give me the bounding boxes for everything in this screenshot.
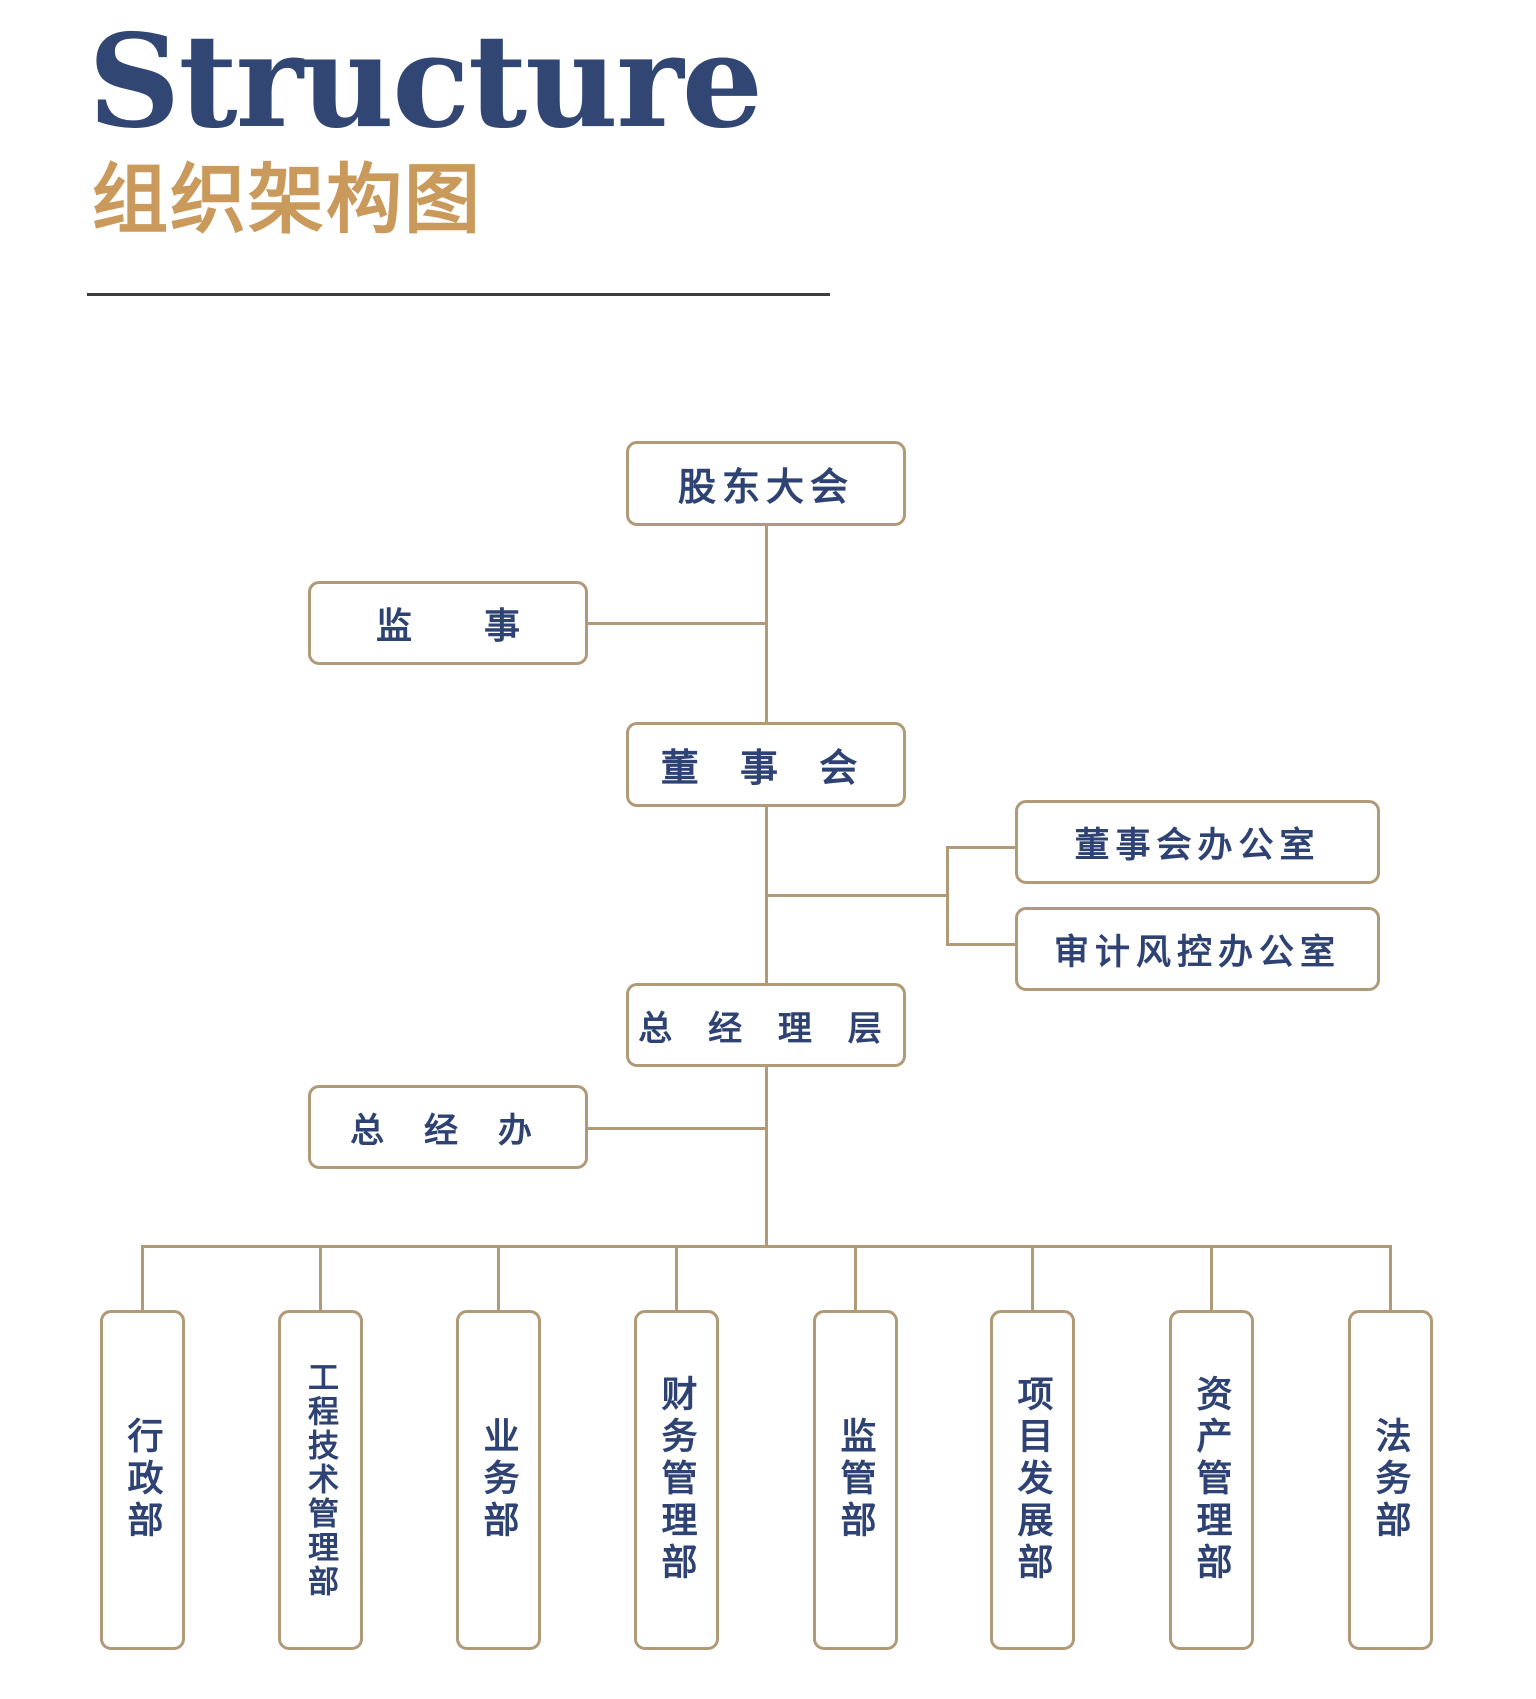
department-drop-line <box>319 1246 322 1311</box>
department-drop-line <box>854 1246 857 1311</box>
trunk-line <box>765 526 768 1247</box>
department-label: 资产管理部 <box>1190 1375 1233 1585</box>
department-drop-line <box>1389 1246 1392 1311</box>
department-box: 行政部 <box>100 1310 185 1650</box>
gm-office-box: 总 经 办 <box>308 1085 588 1169</box>
board-office-connector <box>946 846 1016 849</box>
board-box: 董 事 会 <box>626 722 906 807</box>
supervisor-connector <box>588 622 766 625</box>
department-box: 资产管理部 <box>1169 1310 1254 1650</box>
department-box: 财务管理部 <box>634 1310 719 1650</box>
department-label: 业务部 <box>477 1417 520 1543</box>
divider <box>87 293 830 296</box>
department-box: 项目发展部 <box>990 1310 1075 1650</box>
department-box: 法务部 <box>1348 1310 1433 1650</box>
management-box: 总 经 理 层 <box>626 983 906 1067</box>
department-box: 监管部 <box>813 1310 898 1650</box>
office-bracket <box>946 846 949 946</box>
department-drop-line <box>141 1246 144 1311</box>
department-box: 业务部 <box>456 1310 541 1650</box>
page-subtitle: 组织架构图 <box>92 155 482 244</box>
department-label: 工程技术管理部 <box>302 1361 338 1599</box>
department-drop-line <box>675 1246 678 1311</box>
department-box: 工程技术管理部 <box>278 1310 363 1650</box>
department-bus <box>141 1245 1392 1248</box>
department-label: 法务部 <box>1369 1417 1412 1543</box>
department-label: 行政部 <box>121 1417 164 1543</box>
department-label: 项目发展部 <box>1011 1375 1054 1585</box>
department-drop-line <box>497 1246 500 1311</box>
department-drop-line <box>1031 1246 1034 1311</box>
shareholders-box: 股东大会 <box>626 441 906 526</box>
department-label: 财务管理部 <box>655 1375 698 1585</box>
office-connector <box>766 894 947 897</box>
department-drop-line <box>1210 1246 1213 1311</box>
gm-office-connector <box>588 1127 766 1130</box>
audit-office-box: 审计风控办公室 <box>1015 907 1380 991</box>
audit-office-connector <box>946 943 1016 946</box>
board-office-box: 董事会办公室 <box>1015 800 1380 884</box>
page-title: Structure <box>88 7 763 157</box>
supervisor-box: 监 事 <box>308 581 588 665</box>
department-label: 监管部 <box>834 1417 877 1543</box>
